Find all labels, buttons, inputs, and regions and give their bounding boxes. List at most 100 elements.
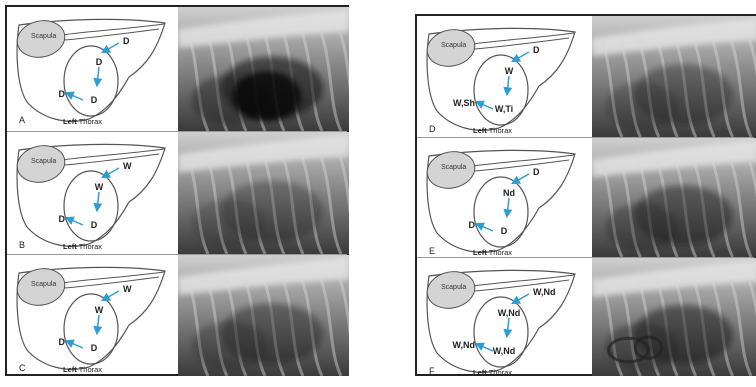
region-label-top: W,Nd	[533, 287, 556, 297]
radiograph-f	[592, 258, 756, 376]
arrow-icon	[97, 67, 99, 85]
radiograph-image	[592, 16, 756, 137]
arrow-icon	[67, 341, 83, 348]
trachea-line	[65, 29, 159, 40]
region-label-mid: W	[95, 305, 104, 315]
trachea-line	[65, 154, 159, 165]
radiograph-a	[178, 7, 349, 131]
thorax-caption: Left Thorax	[473, 248, 512, 257]
caption-region: Thorax	[77, 365, 102, 374]
thorax-schematic: ScapulaDDDD	[7, 7, 178, 131]
panel-letter: E	[429, 246, 435, 256]
arrow-icon	[67, 93, 83, 100]
heart-outline	[64, 171, 118, 241]
panel-letter: C	[19, 363, 26, 373]
caption-region: Thorax	[487, 126, 512, 135]
region-label-top: W	[123, 161, 132, 171]
arrow-icon	[513, 52, 529, 61]
radiograph-d	[592, 16, 756, 137]
trachea-line	[472, 275, 574, 286]
trachea-line	[472, 155, 574, 166]
radiograph-image	[592, 258, 756, 376]
arrow-icon	[513, 174, 529, 183]
thorax-diagram-d: ScapulaDWW,ShW,TiDLeft Thorax	[417, 16, 588, 145]
region-label-left: D	[59, 89, 66, 99]
region-label-mid: W,Nd	[498, 308, 521, 318]
scapula-label: Scapula	[441, 42, 466, 49]
arrow-icon	[513, 294, 529, 303]
caption-side: Left	[63, 365, 77, 374]
scapula-label: Scapula	[31, 158, 56, 165]
thorax-diagram-c: ScapulaWWDDCLeft Thorax	[7, 255, 178, 384]
arrow-icon	[507, 198, 509, 216]
arrow-icon	[477, 344, 493, 351]
caption-region: Thorax	[487, 368, 512, 377]
region-label-top: D	[533, 45, 540, 55]
arrow-icon	[507, 76, 509, 94]
thorax-caption: Left Thorax	[63, 117, 102, 126]
region-label-mid: W	[505, 66, 514, 76]
thorax-diagram-e: ScapulaDNdDDELeft Thorax	[417, 138, 588, 267]
region-label-bottom: D	[91, 220, 98, 230]
heart-outline	[64, 294, 118, 364]
region-label-bottom: D	[501, 226, 508, 236]
panel-letter: B	[19, 240, 25, 250]
caption-region: Thorax	[77, 117, 102, 126]
panel-letter: F	[429, 366, 435, 376]
region-label-left: W,Sh	[453, 98, 475, 108]
trachea-line	[62, 272, 164, 283]
caption-side: Left	[473, 368, 487, 377]
radiograph-image	[178, 7, 349, 131]
caption-region: Thorax	[487, 248, 512, 257]
region-label-left: D	[59, 337, 66, 347]
scapula-label: Scapula	[441, 164, 466, 171]
trachea-line	[472, 33, 574, 44]
radiograph-image	[178, 132, 349, 254]
region-label-mid: W	[95, 182, 104, 192]
arrow-icon	[477, 224, 493, 231]
thorax-caption: Left Thorax	[63, 365, 102, 374]
trachea-line	[65, 277, 159, 288]
region-label-left: W,Nd	[453, 340, 476, 350]
region-label-mid: Nd	[503, 188, 515, 198]
region-label-top: D	[533, 167, 540, 177]
arrow-icon	[103, 291, 119, 300]
caption-side: Left	[473, 248, 487, 257]
region-label-left: D	[469, 220, 476, 230]
radiograph-c	[178, 255, 349, 376]
panel-b: ScapulaWWDDBLeft Thorax	[7, 132, 347, 254]
arrow-icon	[97, 315, 99, 333]
region-label-bottom: W,Ti	[495, 104, 513, 114]
radiograph-image	[178, 255, 349, 376]
radiograph-e	[592, 138, 756, 257]
panel-letter: D	[429, 124, 436, 134]
heart-outline	[474, 55, 528, 125]
arrow-icon	[103, 168, 119, 177]
caption-side: Left	[63, 117, 77, 126]
scapula-label: Scapula	[31, 33, 56, 40]
scapula-label: Scapula	[441, 284, 466, 291]
thorax-schematic: ScapulaDNdDD	[417, 138, 588, 262]
arrow-icon	[507, 318, 509, 336]
region-label-bottom: D	[91, 343, 98, 353]
trachea-line	[475, 160, 569, 171]
thorax-schematic: ScapulaWWDD	[7, 255, 178, 379]
region-label-bottom: D	[91, 95, 98, 105]
scapula-label: Scapula	[31, 281, 56, 288]
region-label-top: D	[123, 36, 130, 46]
region-label-mid: D	[96, 57, 103, 67]
trachea-line	[475, 38, 569, 49]
thorax-caption: Left Thorax	[473, 126, 512, 135]
arrow-icon	[103, 43, 119, 52]
arrow-icon	[67, 218, 83, 225]
